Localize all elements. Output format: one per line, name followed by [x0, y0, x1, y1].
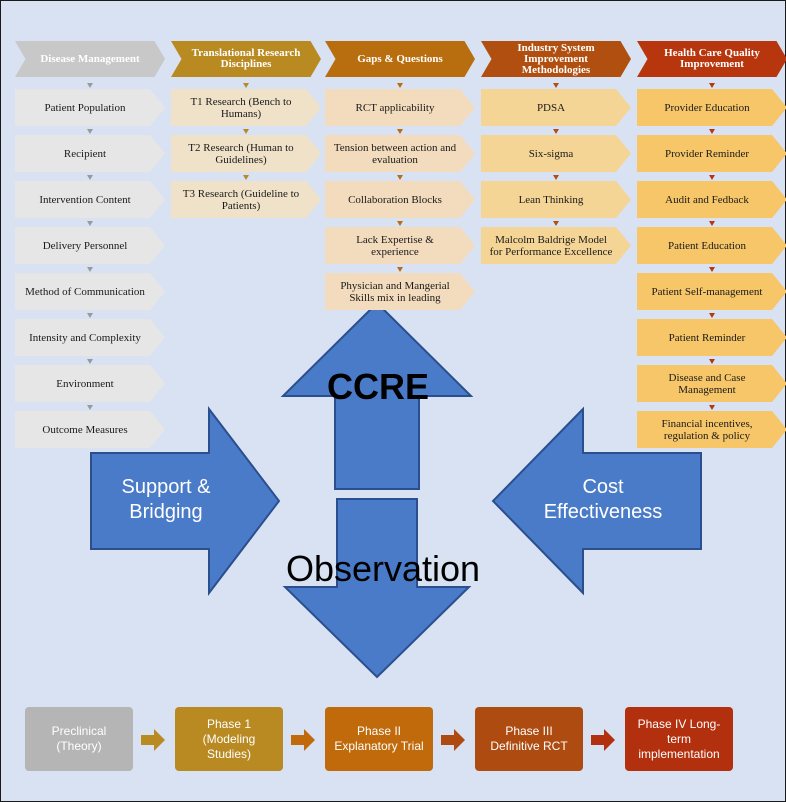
connector-icon	[87, 405, 93, 410]
right-arrow-label: Cost Effectiveness	[543, 476, 663, 523]
connector-icon	[87, 221, 93, 226]
list-item: T3 Research (Guideline to Patients)	[171, 181, 321, 218]
list-item: Patient Population	[15, 89, 165, 126]
column-header: Industry System Improvement Methodologie…	[481, 41, 631, 77]
connector-icon	[87, 267, 93, 272]
connector-icon	[87, 359, 93, 364]
connector-icon	[709, 129, 715, 134]
list-item: PDSA	[481, 89, 631, 126]
connector-icon	[709, 313, 715, 318]
column-header: Gaps & Questions	[325, 41, 475, 77]
connector-icon	[397, 83, 403, 88]
connector-icon	[709, 221, 715, 226]
phase-arrow-icon	[141, 729, 165, 751]
connector-icon	[243, 129, 249, 134]
list-item: Physician and Mangerial Skills mix in le…	[325, 273, 475, 310]
connector-icon	[397, 221, 403, 226]
list-item: Patient Education	[637, 227, 786, 264]
list-item: Audit and Fedback	[637, 181, 786, 218]
list-item: T1 Research (Bench to Humans)	[171, 89, 321, 126]
column-header: Translational Research Disciplines	[171, 41, 321, 77]
connector-icon	[397, 267, 403, 272]
connector-icon	[709, 175, 715, 180]
phase-arrow-icon	[591, 729, 615, 751]
list-item: Recipient	[15, 135, 165, 172]
right-arrow	[491, 406, 702, 596]
list-item: Financial incentives, regulation & polic…	[637, 411, 786, 448]
connector-icon	[553, 221, 559, 226]
phase-box: Preclinical (Theory)	[25, 707, 133, 771]
column-header: Disease Management	[15, 41, 165, 77]
connector-icon	[243, 175, 249, 180]
list-item: Method of Communication	[15, 273, 165, 310]
left-arrow	[90, 406, 281, 596]
list-item: Delivery Personnel	[15, 227, 165, 264]
left-arrow-label: Support & Bridging	[121, 476, 211, 523]
phase-arrow-icon	[291, 729, 315, 751]
list-item: Intervention Content	[15, 181, 165, 218]
list-item: Intensity and Complexity	[15, 319, 165, 356]
list-item: Collaboration Blocks	[325, 181, 475, 218]
connector-icon	[87, 83, 93, 88]
list-item: Environment	[15, 365, 165, 402]
connector-icon	[709, 359, 715, 364]
phase-box: Phase 1 (Modeling Studies)	[175, 707, 283, 771]
list-item: Malcolm Baldrige Model for Performance E…	[481, 227, 631, 264]
list-item: Patient Self-management	[637, 273, 786, 310]
column-2: Translational Research Disciplines T1 Res…	[171, 41, 321, 218]
column-header: Health Care Quality Improvement	[637, 41, 786, 77]
list-item: Lean Thinking	[481, 181, 631, 218]
list-item: Lack Expertise & experience	[325, 227, 475, 264]
down-arrow-label: Observation	[285, 548, 481, 589]
connector-icon	[709, 83, 715, 88]
list-item: Outcome Measures	[15, 411, 165, 448]
list-item: Disease and Case Management	[637, 365, 786, 402]
down-arrow	[282, 498, 472, 679]
connector-icon	[709, 267, 715, 272]
list-item: Patient Reminder	[637, 319, 786, 356]
list-item: T2 Research (Human to Guidelines)	[171, 135, 321, 172]
phase-arrow-icon	[441, 729, 465, 751]
connector-icon	[397, 129, 403, 134]
phase-box: Phase II Explanatory Trial	[325, 707, 433, 771]
phase-box: Phase III Definitive RCT	[475, 707, 583, 771]
up-arrow	[280, 301, 474, 490]
phase-box: Phase IV Long-term implementation	[625, 707, 733, 771]
list-item: Provider Education	[637, 89, 786, 126]
up-arrow-label: CCRE	[326, 366, 429, 407]
connector-icon	[87, 129, 93, 134]
list-item: Tension between action and evaluation	[325, 135, 475, 172]
column-4: Industry System Improvement Methodologie…	[481, 41, 631, 264]
connector-icon	[709, 405, 715, 410]
connector-icon	[553, 83, 559, 88]
connector-icon	[243, 83, 249, 88]
connector-icon	[553, 175, 559, 180]
connector-icon	[553, 129, 559, 134]
list-item: Provider Reminder	[637, 135, 786, 172]
connector-icon	[87, 175, 93, 180]
list-item: RCT applicability	[325, 89, 475, 126]
connector-icon	[87, 313, 93, 318]
list-item: Six-sigma	[481, 135, 631, 172]
connector-icon	[397, 175, 403, 180]
